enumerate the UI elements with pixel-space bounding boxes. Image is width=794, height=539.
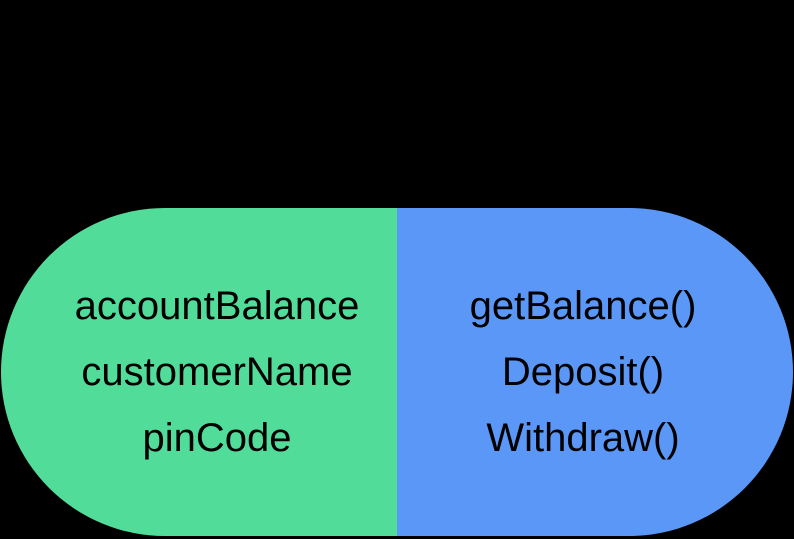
attributes-section: accountBalance customerName pinCode <box>1 208 397 536</box>
method-label: Withdraw() <box>486 416 680 460</box>
attribute-label: pinCode <box>142 416 292 460</box>
methods-section: getBalance() Deposit() Withdraw() <box>397 208 793 536</box>
attribute-label: customerName <box>81 350 353 394</box>
method-label: getBalance() <box>469 284 697 328</box>
class-capsule: accountBalance customerName pinCode getB… <box>1 208 793 536</box>
attribute-label: accountBalance <box>74 284 360 328</box>
method-label: Deposit() <box>501 350 665 394</box>
